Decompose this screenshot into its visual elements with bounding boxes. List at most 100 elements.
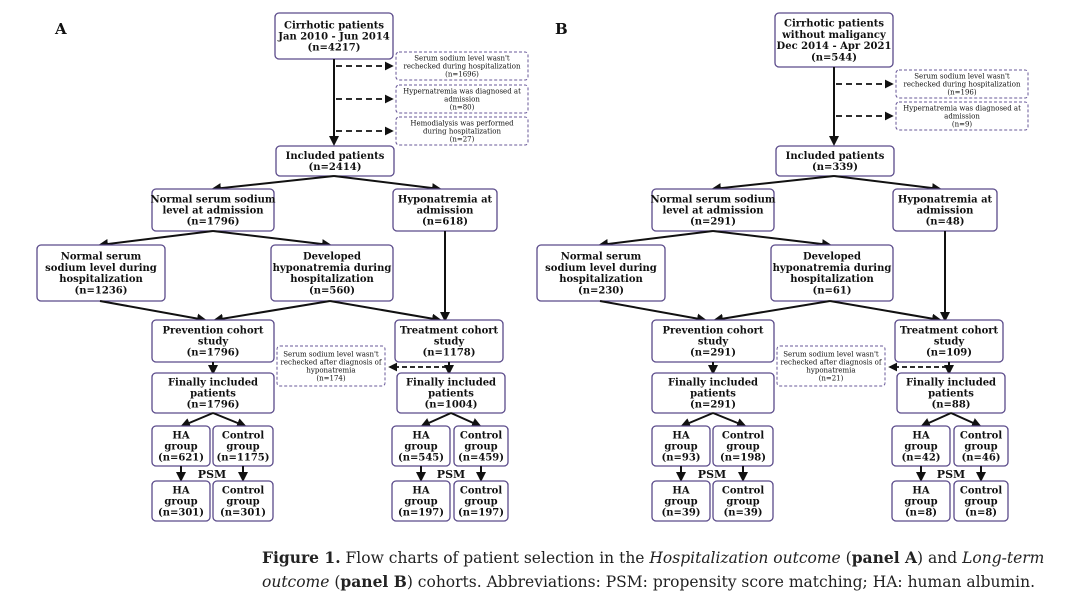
branch-arrow [211, 175, 335, 194]
developed-box-line: hospitalization [290, 274, 374, 285]
mid-exclusion-box-frame [776, 345, 886, 387]
prevention-ha-psm-box-line: group [164, 497, 197, 508]
treatment-final-box-line: (n=1004) [425, 400, 478, 411]
prevention-control-psm-box-line: Control [222, 485, 264, 496]
figure-caption: Figure 1. Flow charts of patient selecti… [262, 546, 1062, 594]
hypo-admission-box-line: (n=618) [422, 217, 468, 228]
normal-during-box-line: (n=230) [578, 285, 624, 296]
branch-arrow [920, 412, 952, 428]
developed-box-line: hospitalization [790, 274, 874, 285]
normal-during-box-line: (n=1236) [75, 285, 128, 296]
exclusion-box-frame [395, 116, 529, 146]
exclusion-box-line: Hypernatremia was diagnosed at [903, 104, 1021, 112]
mid-exclusion-box-line: (n=21) [819, 374, 844, 382]
included-box-line: Included patients [286, 151, 385, 162]
normal-admission-box-line: level at admission [662, 206, 764, 217]
exclusion-box-frame [395, 84, 529, 114]
start-box-line: Cirrhotic patients [284, 20, 384, 31]
branch-arrow [599, 300, 707, 324]
treatment-box-line: study [934, 337, 966, 348]
developed-box-line: Developed [803, 252, 861, 263]
treatment-ha-psm-box-line: group [404, 497, 437, 508]
hypo-admission-box-line: Hyponatremia at [898, 194, 993, 205]
developed-box-line: Developed [303, 252, 361, 263]
branch-arrow [180, 412, 214, 428]
branch-arrow [713, 300, 831, 324]
included-box-line: (n=2414) [309, 162, 362, 173]
branch-arrow [598, 230, 714, 249]
psm-label: PSM [437, 468, 465, 481]
treatment-control-psm-box-frame [453, 480, 509, 522]
caption-italic: Long-term [962, 549, 1045, 567]
caption-text: ) and [917, 549, 963, 567]
treatment-control-psm-box-line: Control [460, 485, 502, 496]
prevention-control-box-line: group [726, 442, 759, 453]
branch-arrow [711, 175, 835, 194]
normal-admission-box-line: (n=291) [690, 217, 736, 228]
prevention-box-line: (n=1796) [187, 348, 240, 359]
treatment-ha-psm-box-frame [891, 480, 951, 522]
exclusion-box-line: (n=80) [450, 103, 475, 111]
treatment-ha-psm-box-line: (n=8) [905, 508, 937, 519]
treatment-final-box-line: Finally included [406, 377, 496, 388]
normal-admission-box-line: level at admission [162, 206, 264, 217]
prevention-ha-psm-box-frame [151, 480, 211, 522]
treatment-box-line: Treatment cohort [900, 325, 999, 336]
prevention-ha-psm-box-frame [651, 480, 711, 522]
treatment-control-box-line: Control [960, 430, 1002, 441]
hypo-admission-box-line: (n=48) [925, 217, 964, 228]
psm-label: PSM [198, 468, 226, 481]
normal-during-box-line: Normal serum [61, 252, 142, 263]
branch-arrow [450, 412, 482, 428]
branch-arrow [329, 300, 442, 324]
prevention-ha-box-line: (n=621) [158, 453, 204, 464]
prevention-final-box-line: patients [690, 389, 736, 400]
branch-arrow [212, 412, 247, 428]
start-box-line: (n=4217) [308, 43, 361, 54]
start-box-line: Dec 2014 - Apr 2021 [777, 41, 892, 52]
psm-label: PSM [698, 468, 726, 481]
prevention-control-box-line: Control [722, 430, 764, 441]
branch-arrow [213, 300, 331, 324]
prevention-control-psm-box-line: (n=301) [220, 508, 266, 519]
normal-during-box-line: hospitalization [59, 274, 143, 285]
branch-arrow [950, 412, 982, 428]
caption-italic: outcome [262, 573, 330, 591]
exclusion-box-line: Serum sodium level wasn't [914, 72, 1010, 80]
start-box-line: (n=544) [811, 52, 857, 63]
panel-label: A [54, 20, 67, 38]
normal-admission-box-line: Normal serum sodium [651, 194, 776, 205]
treatment-final-box-line: (n=88) [931, 400, 970, 411]
hypo-admission-box-line: admission [417, 206, 475, 217]
exclusion-box-line: (n=1696) [445, 70, 479, 78]
treatment-ha-psm-box-line: (n=197) [398, 508, 444, 519]
branch-arrow [99, 300, 207, 324]
branch-arrow [212, 230, 332, 250]
start-box-line: Cirrhotic patients [784, 19, 884, 30]
prevention-control-box-line: Control [222, 430, 264, 441]
prevention-box-line: study [198, 337, 230, 348]
treatment-ha-box-line: (n=545) [398, 453, 444, 464]
prevention-ha-psm-box-line: HA [672, 485, 689, 496]
caption-text: ( [840, 549, 852, 567]
prevention-box-line: Prevention cohort [662, 325, 763, 336]
prevention-control-box-line: group [226, 442, 259, 453]
caption-text: ) cohorts. Abbreviations: PSM: propensit… [406, 573, 1036, 591]
